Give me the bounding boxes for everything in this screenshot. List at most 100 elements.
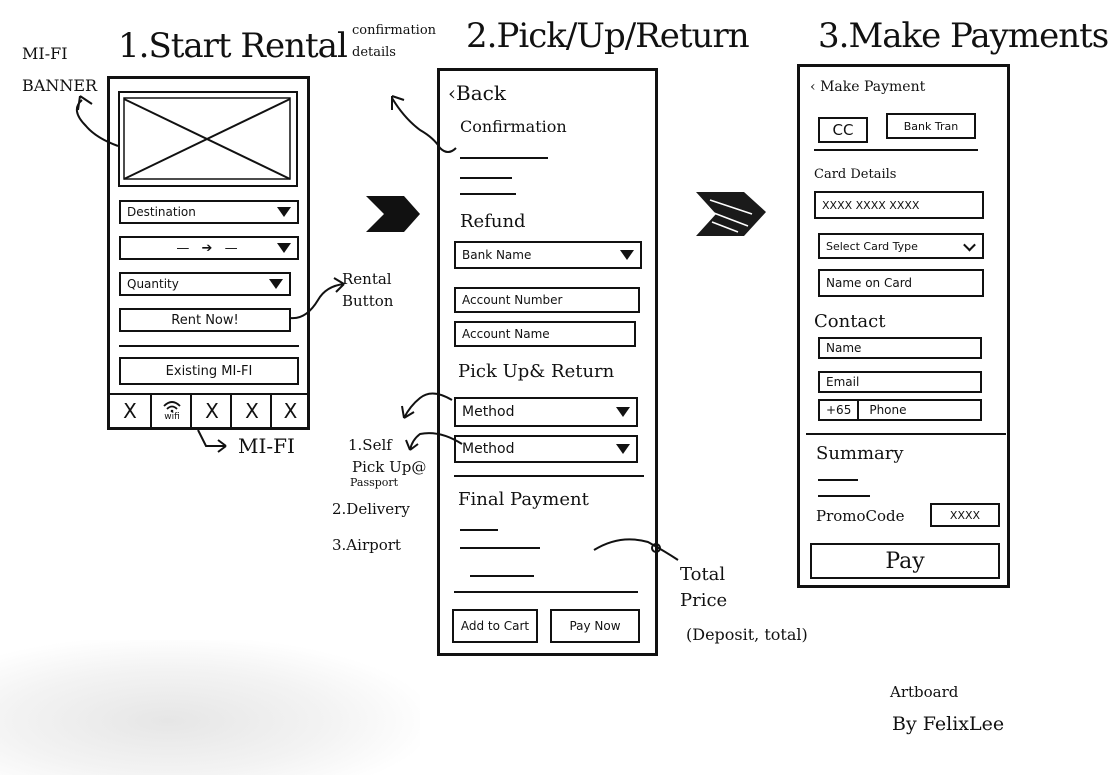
total-price-note: Total Price (Deposit, total): [680, 562, 808, 648]
quantity-select-label: Quantity: [127, 277, 179, 291]
tab-credit-card[interactable]: CC: [818, 117, 868, 143]
destination-select[interactable]: Destination: [119, 200, 299, 224]
step1-title: 1.Start Rental: [118, 26, 348, 66]
close-icon: X: [283, 399, 298, 423]
promo-code-field[interactable]: XXXX: [930, 503, 1000, 527]
email-field[interactable]: Email: [818, 371, 982, 393]
back-chevron-icon: ‹: [810, 79, 821, 95]
text-line: [460, 193, 516, 195]
back-link[interactable]: ‹ Make Payment: [810, 79, 925, 95]
close-icon: X: [245, 399, 259, 423]
phone-field[interactable]: +65 Phone: [818, 399, 982, 421]
promo-label: PromoCode: [816, 507, 905, 525]
method-option-1-detail: Pick Up@: [352, 458, 427, 476]
refund-heading: Refund: [460, 211, 526, 232]
final-payment-heading: Final Payment: [458, 489, 589, 510]
back-chevron-icon: ‹: [448, 81, 456, 105]
nav-item-4[interactable]: X: [230, 395, 272, 427]
confirmation-details-note: confirmation details: [352, 20, 436, 64]
destination-select-label: Destination: [127, 205, 196, 219]
chevron-down-icon: [963, 238, 976, 252]
dropdown-arrow-icon: [616, 407, 630, 417]
divider: [119, 345, 299, 347]
banner-image: [118, 91, 298, 187]
text-line: [818, 495, 870, 497]
mifi-banner-note-line1: MI-FI: [22, 44, 68, 63]
back-link-label: Make Payment: [820, 79, 926, 95]
text-line: [460, 177, 512, 179]
name-field[interactable]: Name: [818, 337, 982, 359]
rent-now-button[interactable]: Rent Now!: [119, 308, 291, 332]
confirmation-details-note-line1: confirmation: [352, 23, 437, 38]
back-link[interactable]: ‹Back: [448, 81, 506, 105]
divider: [454, 475, 644, 477]
nav-item-5[interactable]: X: [270, 395, 309, 427]
card-type-select[interactable]: Select Card Type: [818, 233, 984, 259]
method-select-return[interactable]: Method: [454, 435, 638, 463]
pay-now-button[interactable]: Pay Now: [550, 609, 640, 643]
dropdown-arrow-icon: [277, 207, 291, 217]
confirmation-heading: Confirmation: [460, 117, 567, 136]
account-name-field[interactable]: Account Name: [454, 321, 636, 347]
quantity-select[interactable]: Quantity: [119, 272, 291, 296]
summary-heading: Summary: [816, 443, 904, 464]
text-line: [460, 547, 540, 549]
existing-mifi-button[interactable]: Existing MI-FI: [119, 357, 299, 385]
dropdown-arrow-icon: [277, 243, 291, 253]
mifi-tab-note: MI-FI: [238, 434, 295, 458]
flow-arrow-icon: [696, 192, 766, 236]
text-line: [460, 157, 548, 159]
step3-title: 3.Make Payments: [818, 16, 1108, 56]
divider: [806, 433, 1006, 435]
nav-item-3[interactable]: X: [190, 395, 232, 427]
divider: [814, 149, 978, 151]
pickup-return-heading: Pick Up& Return: [458, 361, 615, 382]
total-price-note-line3: (Deposit, total): [686, 625, 808, 644]
account-number-field[interactable]: Account Number: [454, 287, 640, 313]
date-range-label: — ➔ —: [176, 240, 242, 256]
method-option-2: 2.Delivery: [332, 500, 410, 518]
wifi-icon: [163, 401, 181, 413]
dropdown-arrow-icon: [269, 279, 283, 289]
nav-item-wifi[interactable]: wifi: [150, 395, 192, 427]
total-price-note-line2: Price: [680, 590, 728, 611]
add-to-cart-button[interactable]: Add to Cart: [452, 609, 538, 643]
phone-prefix: +65: [820, 401, 860, 419]
rental-button-note-line2: Button: [342, 292, 394, 310]
screen-make-payment: ‹ Make Payment CC Bank Tran Card Details…: [797, 64, 1010, 588]
screen-pickup-return: ‹Back Confirmation Refund Bank Name Acco…: [437, 68, 658, 656]
method-option-3: 3.Airport: [332, 536, 401, 554]
bank-name-select-label: Bank Name: [462, 248, 532, 262]
method-select-return-label: Method: [462, 441, 515, 457]
text-line: [818, 479, 858, 481]
phone-field-label: Phone: [869, 403, 907, 417]
tab-bank-transfer[interactable]: Bank Tran: [886, 113, 976, 139]
card-type-select-label: Select Card Type: [826, 239, 918, 253]
background-shadow: [0, 640, 420, 775]
image-placeholder-icon: [123, 97, 291, 180]
text-line: [470, 575, 534, 577]
flow-arrow-icon: [366, 196, 420, 232]
nav-item-wifi-label: wifi: [164, 412, 180, 422]
name-on-card-field[interactable]: Name on Card: [818, 269, 984, 297]
close-icon: X: [205, 399, 219, 423]
dropdown-arrow-icon: [620, 250, 634, 260]
method-option-1: 1.Self: [348, 436, 392, 454]
back-link-label: Back: [456, 81, 506, 105]
bottom-nav-bar: X wifi X X X: [110, 393, 307, 427]
rental-button-note: Rental Button: [342, 268, 393, 312]
date-range-field[interactable]: — ➔ —: [119, 236, 299, 260]
artboard-credit: Artboard By FelixLee: [890, 676, 1004, 740]
method-option-1-passport: Passport: [350, 476, 399, 489]
step2-title: 2.Pick/Up/Return: [466, 16, 750, 56]
artboard-credit-line1: Artboard: [890, 683, 959, 701]
nav-item-1[interactable]: X: [110, 395, 150, 427]
method-select-pickup[interactable]: Method: [454, 397, 638, 427]
dropdown-arrow-icon: [616, 444, 630, 454]
screen-start-rental: Destination — ➔ — Quantity Rent Now! Exi…: [107, 76, 310, 430]
bank-name-select[interactable]: Bank Name: [454, 241, 642, 269]
pay-button[interactable]: Pay: [810, 543, 1000, 579]
card-number-field[interactable]: XXXX XXXX XXXX: [814, 191, 984, 219]
method-select-pickup-label: Method: [462, 404, 515, 420]
total-price-note-line1: Total: [680, 564, 726, 585]
